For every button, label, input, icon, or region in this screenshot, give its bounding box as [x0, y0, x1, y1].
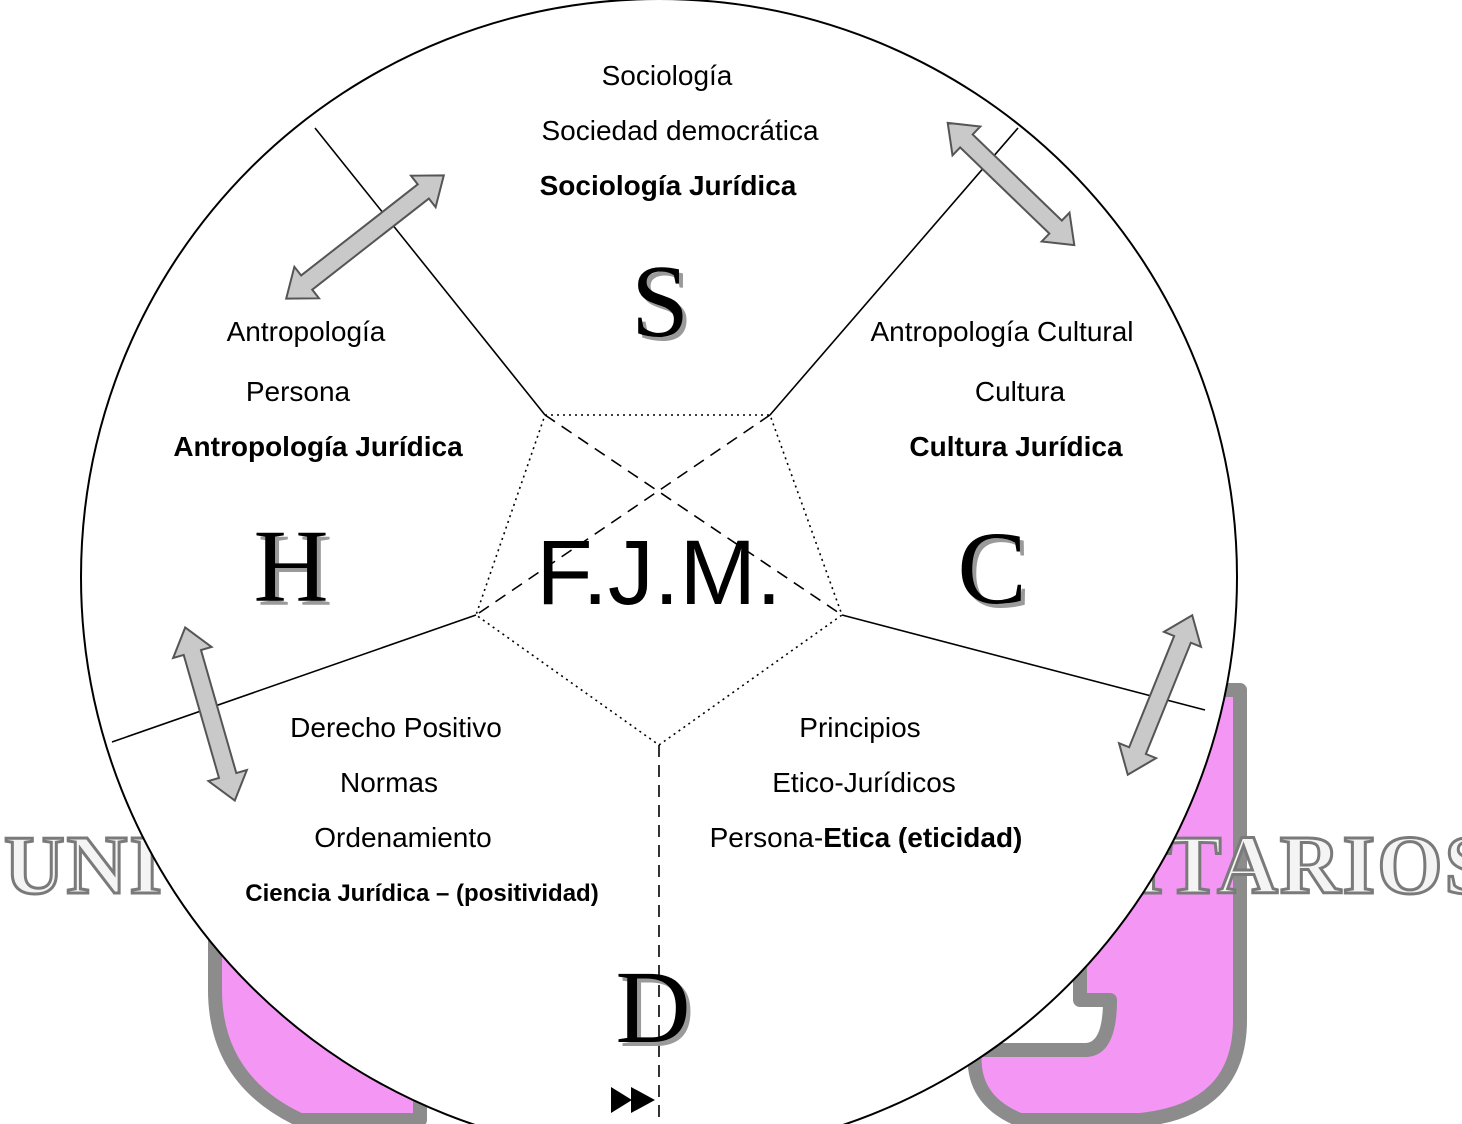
sector-d-bold-line: Ciencia Jurídica – (positividad): [245, 880, 598, 907]
center-label: F.J.M.: [536, 522, 781, 624]
sector-e-line-3: Persona-Etica (eticidad): [710, 822, 1023, 853]
sector-s-bold-line: Sociología Jurídica: [540, 170, 797, 201]
center-pentagon: [475, 414, 843, 746]
sector-c-letter-shadow: C: [961, 515, 1030, 630]
sector-s-line-2: Sociedad democrática: [541, 115, 818, 146]
sector-c-line-1: Antropología Cultural: [870, 316, 1133, 347]
sector-c: Antropología Cultural Cultura Cultura Ju…: [870, 316, 1133, 630]
divider-right: [841, 614, 1206, 711]
divider-left: [111, 614, 477, 743]
sector-dividers: [111, 127, 1206, 1124]
sector-e-line-3-plain: Persona-: [710, 822, 824, 853]
sector-d-letter-shadow: D: [619, 954, 694, 1069]
sector-d-line-1: Derecho Positivo: [290, 712, 502, 743]
sector-s-letter-shadow: S: [635, 248, 693, 363]
double-arrow-left: [171, 625, 249, 803]
divider-top-right: [769, 127, 1019, 416]
double-arrows: [171, 121, 1203, 1113]
double-arrow-right: [1117, 613, 1203, 777]
sector-s: Sociología Sociedad democrática Sociolog…: [540, 60, 819, 363]
sector-d-line-3: Ordenamiento: [314, 822, 491, 853]
sector-e-line-3-bold: Etica (eticidad): [823, 822, 1022, 853]
sector-d-line-2: Normas: [340, 767, 438, 798]
sector-c-line-2: Cultura: [975, 376, 1066, 407]
sector-h-line-1: Antropología: [227, 316, 386, 347]
sector-e: Principios Etico-Jurídicos Persona-Etica…: [710, 712, 1023, 853]
sector-c-bold-line: Cultura Jurídica: [909, 431, 1123, 462]
sector-e-line-1: Principios: [799, 712, 920, 743]
sector-d-letter: D: [615, 950, 690, 1065]
sector-h: Antropología Persona Antropología Jurídi…: [173, 316, 463, 628]
sector-h-letter-shadow: H: [257, 513, 332, 628]
sector-s-letter: S: [631, 244, 689, 359]
sector-h-line-2: Persona: [246, 376, 351, 407]
double-arrow-top-left: [284, 174, 446, 300]
sector-s-line-1: Sociología: [602, 60, 733, 91]
sector-e-line-2: Etico-Jurídicos: [772, 767, 956, 798]
sector-d: Derecho Positivo Normas Ordenamiento Cie…: [245, 712, 694, 1069]
sector-c-letter: C: [957, 511, 1026, 626]
double-arrow-top-right: [946, 121, 1076, 247]
divider-top-left: [314, 127, 546, 416]
sector-h-bold-line: Antropología Jurídica: [173, 431, 463, 462]
outer-circle: [80, 0, 1238, 1124]
small-right-arrow-icon: [611, 1087, 655, 1113]
sector-h-letter: H: [253, 509, 328, 624]
